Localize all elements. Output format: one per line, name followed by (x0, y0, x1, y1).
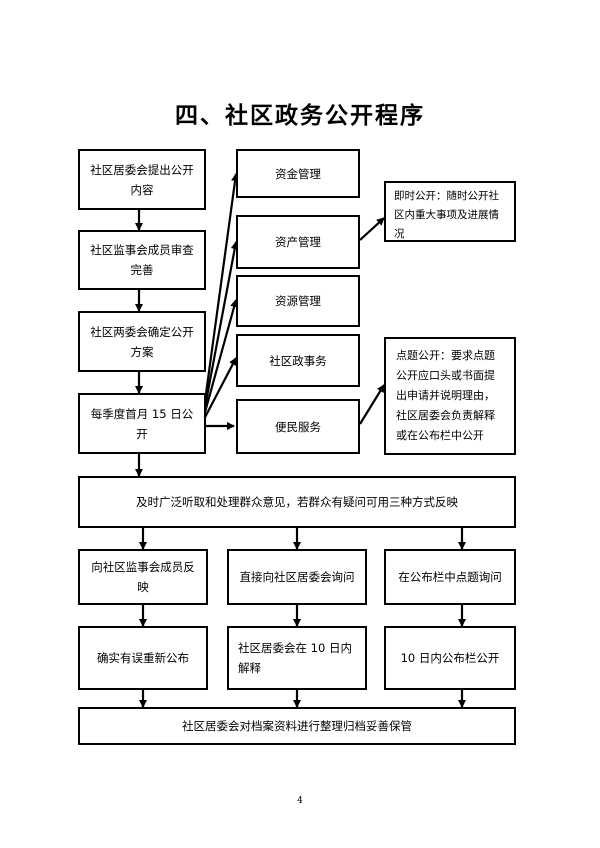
page-number: 4 (297, 796, 303, 806)
step-supervisor-review: 社区监事会成员审查完善 (78, 230, 206, 290)
arrow-to-immediate (359, 217, 385, 241)
category-funds: 资金管理 (236, 149, 360, 198)
arrow-to-on-demand (359, 384, 385, 425)
arrow-to-cat3 (200, 299, 238, 424)
channel-supervisor: 向社区监事会成员反映 (78, 549, 208, 605)
category-convenience-services: 便民服务 (236, 399, 360, 454)
archive-box: 社区居委会对档案资料进行整理归档妥善保管 (78, 707, 516, 745)
category-resources: 资源管理 (236, 275, 360, 327)
arrow-to-cat2 (200, 241, 239, 424)
category-assets: 资产管理 (236, 215, 360, 269)
category-community-affairs: 社区政事务 (236, 334, 360, 387)
note-on-demand-disclosure: 点题公开：要求点题公开应口头或书面提出申请并说明理由，社区居委会负责解释或在公布… (384, 337, 516, 455)
channel-committee-inquiry: 直接向社区居委会询问 (227, 549, 367, 605)
step-propose-content: 社区居委会提出公开内容 (78, 149, 206, 210)
outcome-bulletin-10-days: 10 日内公布栏公开 (384, 626, 516, 690)
outcome-republish: 确实有误重新公布 (78, 626, 208, 690)
outcome-explain-10-days: 社区居委会在 10 日内解释 (227, 626, 367, 690)
step-committee-plan: 社区两委会确定公开方案 (78, 311, 206, 372)
step-quarterly-disclosure: 每季度首月 15 日公开 (78, 393, 206, 454)
feedback-box: 及时广泛听取和处理群众意见，若群众有疑问可用三种方式反映 (78, 476, 516, 528)
note-immediate-disclosure: 即时公开：随时公开社区内重大事项及进展情况 (384, 181, 516, 242)
arrow-to-cat4 (201, 357, 237, 424)
channel-bulletin-inquiry: 在公布栏中点题询问 (384, 549, 516, 605)
page-title: 四、社区政务公开程序 (175, 103, 425, 129)
arrow-to-cat1 (200, 173, 240, 424)
